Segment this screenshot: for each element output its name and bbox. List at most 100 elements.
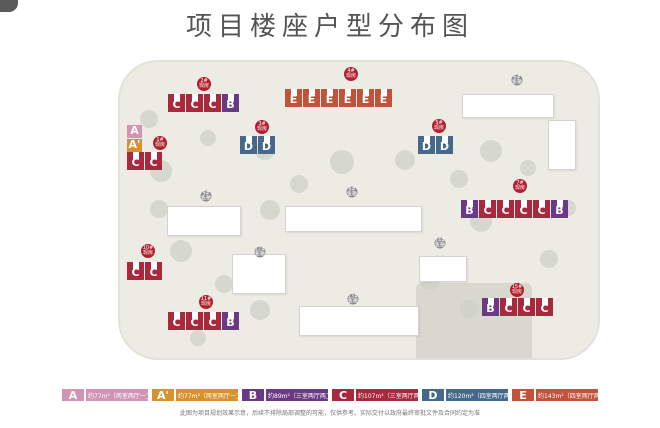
building-marker-12[interactable]: 12#售罄 [254, 246, 266, 258]
tree-icon [520, 160, 536, 176]
unit-C: C [145, 152, 162, 170]
unit-C: C [204, 94, 221, 112]
legend-item: A'约77m²（两室两厅一卫） [152, 389, 238, 402]
building-status: 现房 [345, 73, 356, 79]
unit-notch [151, 152, 157, 159]
page-title: 项目楼座户型分布图 [185, 12, 474, 42]
building-marker-13[interactable]: 13#售罄 [347, 293, 359, 305]
tree-icon [480, 140, 502, 162]
building-number: 10# [142, 245, 154, 251]
building-number: 6# [513, 74, 521, 80]
building-marker-4[interactable]: 4#现房 [344, 67, 358, 81]
unit-notch [228, 94, 234, 101]
building-8-block [285, 206, 422, 232]
unit-notch [381, 89, 387, 96]
unit-C: C [479, 200, 496, 218]
unit-notch [133, 152, 139, 159]
unit-C: C [497, 200, 514, 218]
unit-B: B [482, 298, 499, 316]
unit-B: B [551, 200, 568, 218]
building-status: 现房 [154, 142, 165, 148]
tree-icon [140, 110, 158, 128]
unit-C: C [127, 262, 144, 280]
building-status: 现房 [514, 185, 525, 191]
legend-label: 约120m²（四室两厅两卫） [446, 389, 508, 401]
unit-notch [192, 312, 198, 319]
unit-notch [506, 298, 512, 305]
unit-D: D [258, 136, 275, 154]
unit-notch [424, 136, 430, 143]
building-marker-9[interactable]: 9#售罄 [200, 190, 212, 202]
building-marker-6[interactable]: 6#售罄 [511, 74, 523, 86]
tree-icon [395, 150, 415, 170]
unit-C: C [145, 262, 162, 280]
unit-E: E [303, 89, 320, 107]
tree-icon [215, 275, 233, 293]
building-status: 现房 [200, 301, 211, 307]
unit-C: C [127, 152, 144, 170]
building-marker-3[interactable]: 3#现房 [255, 120, 269, 134]
building-marker-15[interactable]: 15#现房 [510, 283, 524, 297]
legend-swatch: D [422, 389, 444, 402]
tree-icon [330, 150, 354, 174]
tree-icon [460, 300, 478, 318]
building-number: 13# [347, 293, 359, 299]
tree-icon [540, 250, 558, 268]
building-status: 售罄 [347, 298, 358, 304]
unit-notch [557, 200, 563, 207]
disclaimer-text: 此图为项目规划效果示意，后续不排除局部调整的可能，仅供参考。实际交付以政府最终审… [179, 410, 480, 417]
building-marker-8[interactable]: 8#售罄 [346, 186, 358, 198]
unit-notch [192, 94, 198, 101]
building-6-block [462, 94, 554, 118]
building-number: 9# [202, 190, 210, 196]
legend-label: 约107m²（三室两厅两卫） [356, 389, 418, 401]
unit-C: C [515, 200, 532, 218]
unit-A: A [127, 124, 142, 138]
unit-notch [327, 89, 333, 96]
building-number: 12# [254, 246, 266, 252]
unit-C: C [500, 298, 517, 316]
building-status: 售罄 [434, 242, 445, 248]
building-status: 现房 [142, 250, 153, 256]
unit-notch [264, 136, 270, 143]
building-marker-1[interactable]: 1#现房 [153, 136, 167, 150]
unit-notch [467, 200, 473, 207]
unit-B: B [222, 312, 239, 330]
tree-icon [260, 200, 280, 220]
building-6-block [548, 120, 576, 170]
unit-notch [309, 89, 315, 96]
legend-label: 约77m²（两室两厅一卫） [86, 389, 148, 401]
unit-C: C [186, 312, 203, 330]
unit-B: B [222, 94, 239, 112]
building-marker-7[interactable]: 7#现房 [513, 179, 527, 193]
unit-notch [503, 200, 509, 207]
unit-C: C [533, 200, 550, 218]
unit-notch [521, 200, 527, 207]
building-marker-2[interactable]: 2#现房 [197, 77, 211, 91]
unit-notch [151, 262, 157, 269]
building-9-block [167, 206, 241, 236]
building-status: 现房 [198, 83, 209, 89]
building-number: 8# [348, 186, 356, 192]
building-marker-10[interactable]: 10#现房 [141, 244, 155, 258]
building-number: 2# [200, 78, 208, 84]
building-marker-11[interactable]: 11#现房 [199, 295, 213, 309]
unit-notch [524, 298, 530, 305]
building-marker-5[interactable]: 5#现房 [432, 119, 446, 133]
tree-icon [450, 170, 468, 188]
unit-C: C [536, 298, 553, 316]
building-status: 售罄 [200, 195, 211, 201]
unit-D: D [418, 136, 435, 154]
building-marker-14[interactable]: 14#售罄 [434, 237, 446, 249]
building-number: 11# [200, 296, 212, 302]
tree-icon [200, 130, 216, 146]
building-status: 售罄 [254, 251, 265, 257]
building-number: 7# [516, 180, 524, 186]
building-number: 4# [347, 68, 355, 74]
unit-C: C [186, 94, 203, 112]
